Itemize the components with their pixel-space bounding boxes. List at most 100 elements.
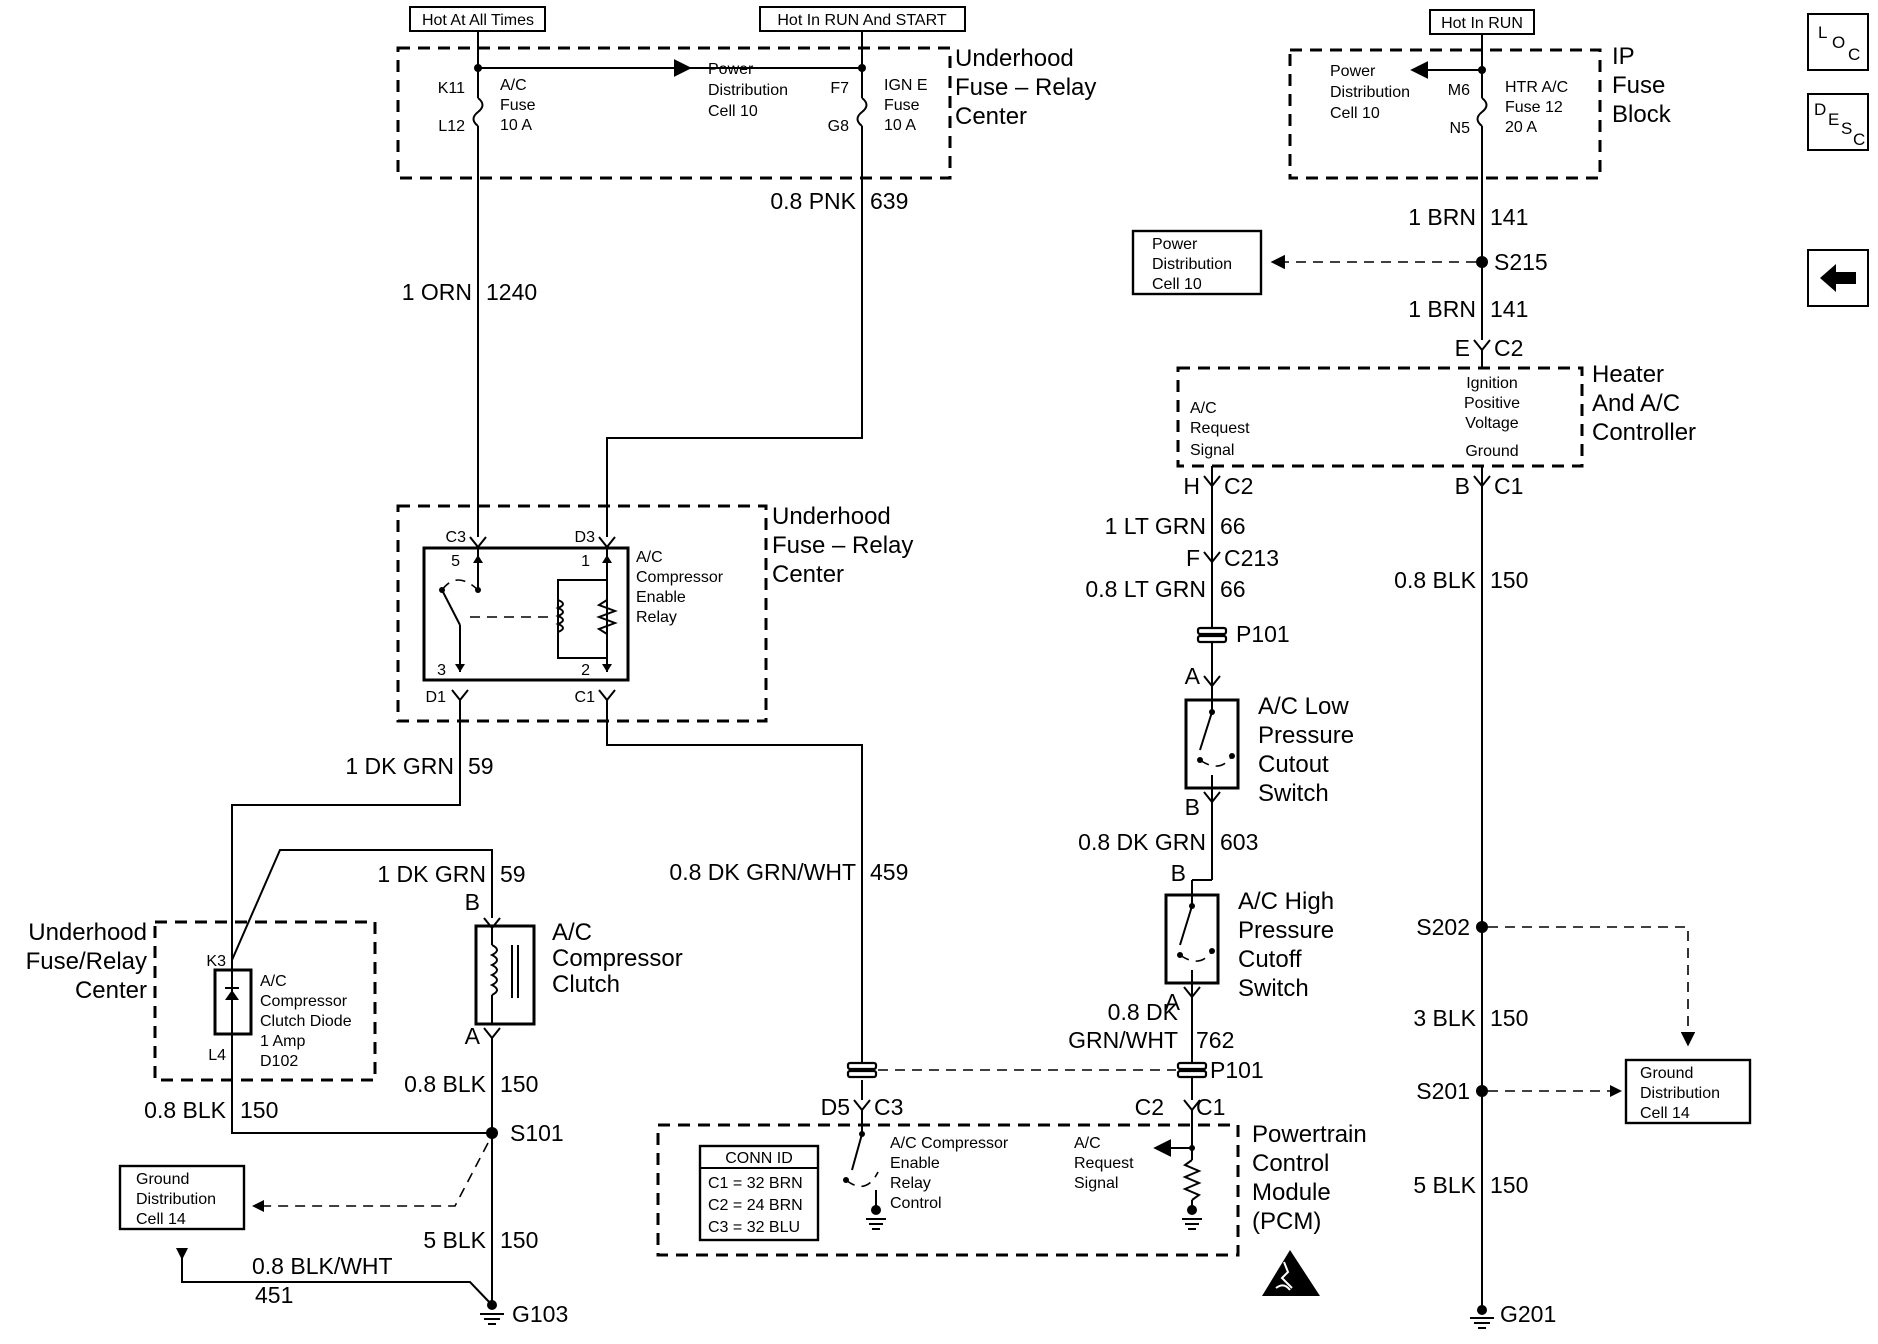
- svg-text:Hot In RUN And START: Hot In RUN And START: [777, 12, 946, 29]
- svg-text:Ground: Ground: [136, 1171, 189, 1188]
- svg-text:H: H: [1183, 473, 1200, 499]
- wire-150-hvac-ground: B C1 0.8 BLK 150 S202 3 BLK 150 S201 5 B…: [1394, 466, 1696, 1329]
- svg-text:F: F: [1186, 545, 1200, 571]
- svg-text:P101: P101: [1210, 1057, 1264, 1083]
- svg-text:Pressure: Pressure: [1238, 917, 1334, 944]
- svg-text:150: 150: [240, 1097, 278, 1123]
- svg-text:451: 451: [255, 1282, 293, 1308]
- svg-text:Ignition: Ignition: [1466, 375, 1518, 392]
- svg-text:Block: Block: [1612, 101, 1672, 128]
- svg-text:Distribution: Distribution: [1640, 1085, 1720, 1102]
- svg-text:Clutch: Clutch: [552, 971, 620, 998]
- svg-text:5 BLK: 5 BLK: [423, 1227, 486, 1253]
- svg-text:Switch: Switch: [1238, 975, 1309, 1002]
- ac-low-pressure-cutout-switch: A/C Low Pressure Cutout Switch B: [1184, 693, 1354, 820]
- wire-1240: 1 ORN 1240: [402, 178, 537, 537]
- svg-text:E: E: [1455, 335, 1470, 361]
- svg-text:Signal: Signal: [1190, 442, 1234, 459]
- svg-text:Fuse/Relay: Fuse/Relay: [26, 948, 147, 975]
- svg-text:IGN E: IGN E: [884, 77, 928, 94]
- svg-text:Fuse – Relay: Fuse – Relay: [772, 532, 913, 559]
- svg-text:S: S: [1841, 119, 1852, 138]
- svg-text:10 A: 10 A: [884, 117, 916, 134]
- svg-text:Compressor: Compressor: [636, 569, 724, 586]
- svg-text:D5: D5: [821, 1094, 850, 1120]
- svg-text:CONN ID: CONN ID: [725, 1150, 793, 1167]
- svg-text:1 DK GRN: 1 DK GRN: [345, 753, 454, 779]
- source-hot-at-all-times: Hot At All Times: [409, 6, 546, 48]
- svg-text:Signal: Signal: [1074, 1175, 1118, 1192]
- svg-text:141: 141: [1490, 204, 1528, 230]
- underhood-fuse-relay-center-top: Underhood Fuse – Relay Center Power Dist…: [396, 45, 1096, 180]
- svg-text:O: O: [1832, 33, 1845, 52]
- splice-s101: [486, 1127, 498, 1139]
- svg-text:Control: Control: [890, 1195, 942, 1212]
- wire-459: 0.8 DK GRN/WHT 459 D5 C3: [606, 700, 1176, 1120]
- svg-text:59: 59: [500, 861, 526, 887]
- wire-66: H C2 1 LT GRN 66 F C213 0.8 LT GRN 66 P1…: [1085, 466, 1290, 700]
- svg-text:150: 150: [1490, 567, 1528, 593]
- svg-text:C1: C1: [1494, 473, 1523, 499]
- svg-text:A/C: A/C: [552, 919, 592, 946]
- svg-text:Power: Power: [1152, 236, 1198, 253]
- svg-text:K11: K11: [438, 80, 465, 97]
- svg-text:0.8 DK: 0.8 DK: [1108, 999, 1179, 1025]
- svg-text:A/C: A/C: [1074, 1135, 1101, 1152]
- svg-text:Distribution: Distribution: [708, 82, 788, 99]
- svg-text:603: 603: [1220, 829, 1258, 855]
- svg-text:IP: IP: [1612, 43, 1635, 70]
- svg-text:0.8 BLK: 0.8 BLK: [1394, 567, 1476, 593]
- svg-text:(PCM): (PCM): [1252, 1208, 1321, 1235]
- svg-text:Cell 14: Cell 14: [1640, 1105, 1690, 1122]
- wire-639: 0.8 PNK 639: [606, 178, 908, 537]
- svg-text:Powertrain: Powertrain: [1252, 1121, 1367, 1148]
- back-button[interactable]: [1807, 249, 1869, 307]
- svg-text:C213: C213: [1224, 545, 1279, 571]
- svg-text:150: 150: [500, 1071, 538, 1097]
- svg-text:Fuse: Fuse: [1612, 72, 1665, 99]
- splice-s215: [1476, 256, 1488, 268]
- svg-text:3: 3: [437, 662, 446, 679]
- svg-text:C1 = 32 BRN: C1 = 32 BRN: [708, 1175, 803, 1192]
- svg-text:Underhood: Underhood: [772, 503, 891, 530]
- desc-button[interactable]: D E S C: [1807, 93, 1869, 151]
- ground-g201-icon: [1470, 1305, 1494, 1329]
- wire-603: 0.8 DK GRN 603 B: [1078, 788, 1258, 886]
- svg-text:Relay: Relay: [890, 1175, 931, 1192]
- svg-text:Pressure: Pressure: [1258, 722, 1354, 749]
- svg-text:Positive: Positive: [1464, 395, 1520, 412]
- svg-text:2: 2: [581, 662, 590, 679]
- svg-text:639: 639: [870, 188, 908, 214]
- svg-text:Hot At All Times: Hot At All Times: [422, 12, 534, 29]
- svg-text:A/C: A/C: [500, 77, 527, 94]
- svg-text:1 LT GRN: 1 LT GRN: [1105, 513, 1206, 539]
- svg-text:B: B: [1455, 473, 1470, 499]
- svg-text:20 A: 20 A: [1505, 119, 1537, 136]
- svg-text:Clutch Diode: Clutch Diode: [260, 1013, 352, 1030]
- svg-text:E: E: [1828, 110, 1839, 129]
- wire-59: 1 DK GRN 59 1 DK GRN 59 B: [231, 700, 526, 961]
- svg-text:L: L: [1818, 23, 1827, 42]
- ground-distribution-cell-14-left: Ground Distribution Cell 14: [118, 1164, 246, 1231]
- svg-text:762: 762: [1196, 1027, 1234, 1053]
- svg-text:Compressor: Compressor: [260, 993, 348, 1010]
- svg-text:Cell 10: Cell 10: [1152, 276, 1202, 293]
- power-distribution-cell-10-s215: Power Distribution Cell 10: [1131, 229, 1263, 296]
- svg-text:A/C: A/C: [636, 549, 663, 566]
- svg-text:59: 59: [468, 753, 494, 779]
- svg-text:Module: Module: [1252, 1179, 1331, 1206]
- loc-button[interactable]: L O C: [1807, 13, 1869, 71]
- svg-text:Switch: Switch: [1258, 780, 1329, 807]
- svg-text:S101: S101: [510, 1120, 564, 1146]
- splice-s202: [1476, 921, 1488, 933]
- svg-text:Ground: Ground: [1465, 443, 1518, 460]
- svg-text:Heater: Heater: [1592, 361, 1664, 388]
- svg-text:Cell 14: Cell 14: [136, 1211, 186, 1228]
- ip-fuse-block: IP Fuse Block Power Distribution Cell 10…: [1288, 43, 1672, 180]
- svg-text:0.8 DK GRN/WHT: 0.8 DK GRN/WHT: [669, 859, 856, 885]
- pcm-ground-icon-left: [866, 1205, 886, 1230]
- svg-text:K3: K3: [206, 953, 226, 970]
- svg-text:0.8 LT GRN: 0.8 LT GRN: [1085, 576, 1206, 602]
- svg-text:A/C Compressor: A/C Compressor: [890, 1135, 1009, 1152]
- svg-text:150: 150: [1490, 1172, 1528, 1198]
